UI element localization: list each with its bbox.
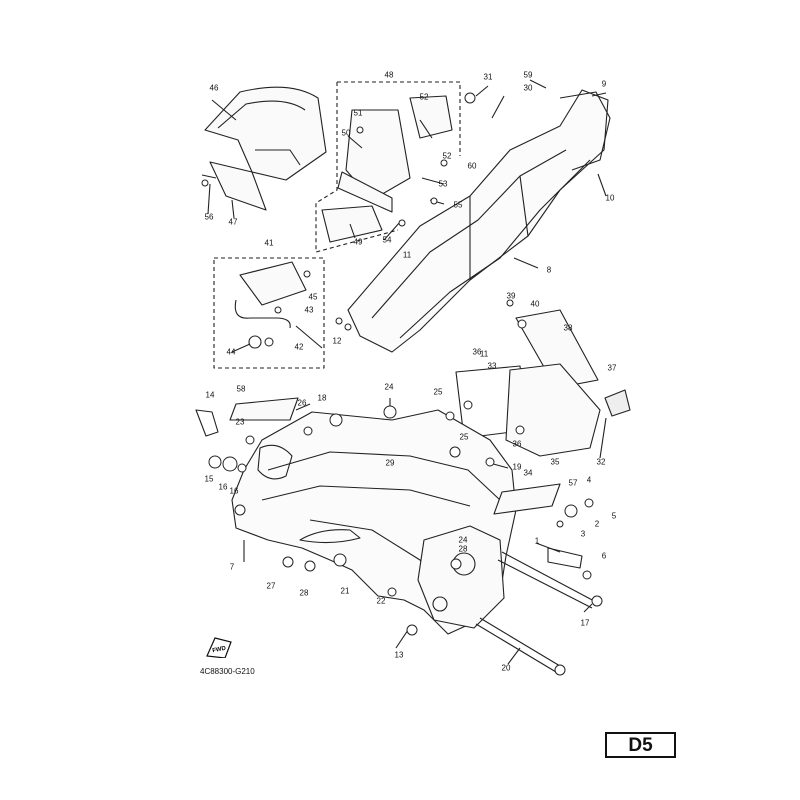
callout-number: 60 <box>467 161 477 171</box>
callout-number: 32 <box>596 457 606 467</box>
callout-number: 7 <box>229 562 235 572</box>
callout-number: 2 <box>594 519 600 529</box>
callout-number: 30 <box>523 83 533 93</box>
callout-number: 4 <box>586 475 592 485</box>
callout-number: 40 <box>530 299 540 309</box>
callout-number: 36 <box>512 439 522 449</box>
page-label: D5 <box>605 732 676 758</box>
callout-number: 56 <box>204 212 214 222</box>
callout-number: 16 <box>229 486 239 496</box>
callout-number: 52 <box>419 92 429 102</box>
callout-number: 42 <box>294 342 304 352</box>
callout-number: 5 <box>611 511 617 521</box>
callout-number: 53 <box>438 179 448 189</box>
callout-number: 52 <box>442 151 452 161</box>
callout-number: 29 <box>385 458 395 468</box>
callout-number: 13 <box>394 650 404 660</box>
callout-number: 36 <box>472 347 482 357</box>
callout-number: 9 <box>601 79 607 89</box>
callout-number: 34 <box>523 468 533 478</box>
callout-number: 26 <box>297 398 307 408</box>
callout-number: 44 <box>226 347 236 357</box>
callout-number: 24 <box>384 382 394 392</box>
callout-number: 22 <box>376 596 386 606</box>
callout-number: 21 <box>340 586 350 596</box>
callout-number: 47 <box>228 217 238 227</box>
callout-number: 10 <box>605 193 615 203</box>
callout-number: 57 <box>568 478 578 488</box>
callout-number: 16 <box>218 482 228 492</box>
callout-number: 14 <box>205 390 215 400</box>
callout-number: 58 <box>236 384 246 394</box>
callout-number: 27 <box>266 581 276 591</box>
callout-number: 11 <box>402 250 412 260</box>
callout-number: 11 <box>479 349 489 359</box>
callout-number: 39 <box>506 291 516 301</box>
callout-number: 25 <box>459 432 469 442</box>
callout-number: 23 <box>235 417 245 427</box>
callout-number: 35 <box>550 457 560 467</box>
callout-number: 45 <box>308 292 318 302</box>
callout-number: 31 <box>483 72 493 82</box>
callout-number: 25 <box>433 387 443 397</box>
callout-number: 19 <box>512 462 522 472</box>
callout-number: 54 <box>382 235 392 245</box>
callout-number: 48 <box>384 70 394 80</box>
callout-number: 51 <box>353 108 363 118</box>
callout-number: 3 <box>580 529 586 539</box>
callout-number: 12 <box>332 336 342 346</box>
callout-number: 41 <box>264 238 274 248</box>
callout-number: 59 <box>523 70 533 80</box>
callout-number: 38 <box>563 323 573 333</box>
callout-number: 50 <box>341 128 351 138</box>
callout-number: 55 <box>453 200 463 210</box>
fwd-label: FWD <box>212 645 227 654</box>
callout-number: 28 <box>458 544 468 554</box>
callout-number: 15 <box>204 474 214 484</box>
callout-number: 49 <box>353 237 363 247</box>
callout-number: 24 <box>458 535 468 545</box>
fwd-arrow-icon: FWD <box>206 637 232 658</box>
callout-number: 6 <box>601 551 607 561</box>
callout-number: 28 <box>299 588 309 598</box>
callout-number: 20 <box>501 663 511 673</box>
callout-number: 33 <box>487 361 497 371</box>
callout-number: 46 <box>209 83 219 93</box>
catalog-code: 4C88300-G210 <box>200 667 255 676</box>
callout-number: 37 <box>607 363 617 373</box>
callout-number: 8 <box>546 265 552 275</box>
callout-number: 43 <box>304 305 314 315</box>
callout-number: 1 <box>534 536 540 546</box>
callout-number: 17 <box>580 618 590 628</box>
callout-number: 18 <box>317 393 327 403</box>
